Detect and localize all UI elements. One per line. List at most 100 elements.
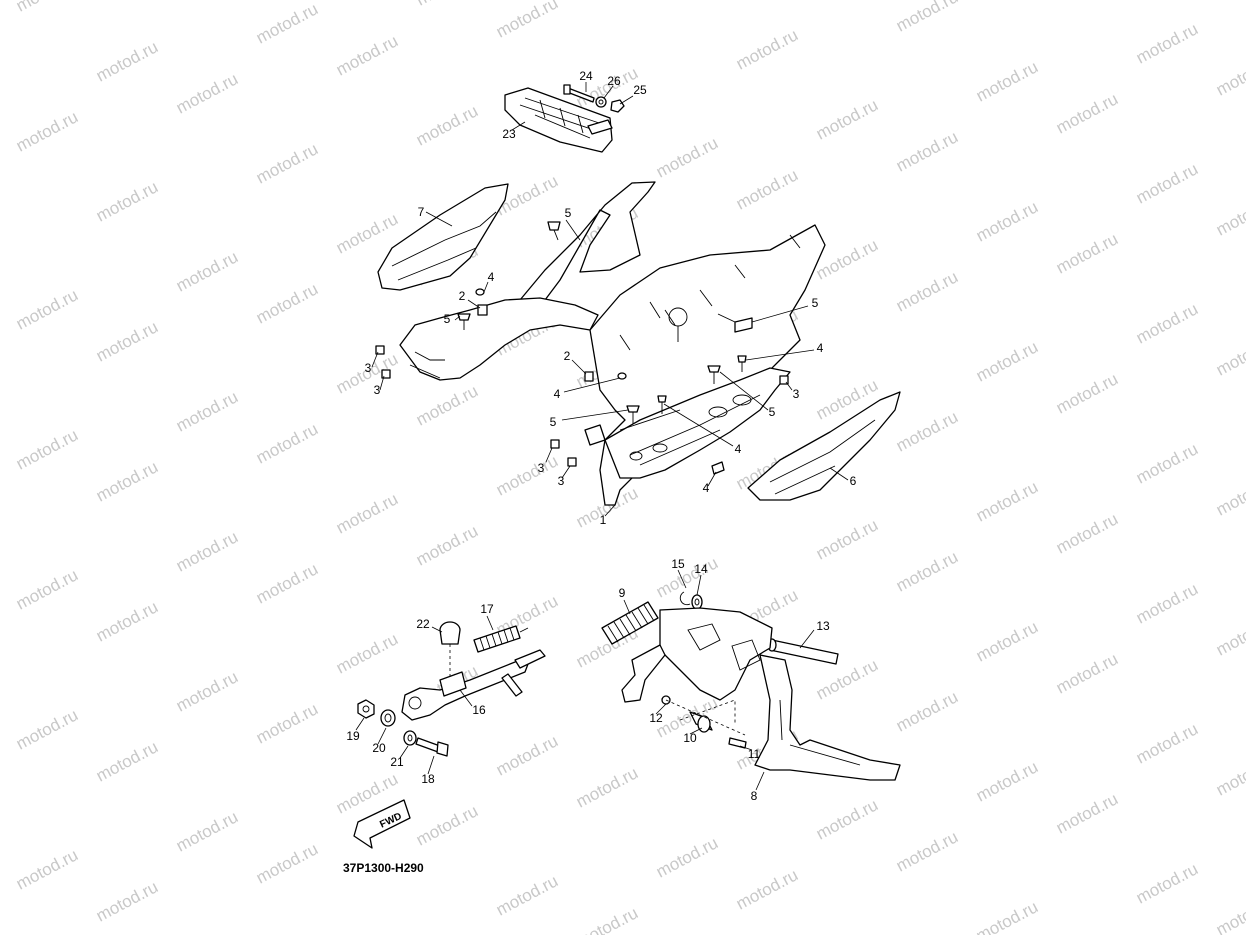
watermark-text: motod.ru [893,127,961,175]
part-15-circlip[interactable] [679,591,691,606]
watermark-text: motod.ru [1053,229,1121,277]
callout-7: 7 [418,205,425,219]
watermark-text: motod.ru [893,827,961,875]
part-18-bolt[interactable] [415,737,449,757]
watermark-text: motod.ru [173,527,241,575]
watermark-text: motod.ru [653,833,721,881]
watermark-text: motod.ru [253,839,321,887]
part-8-center-stand[interactable] [621,607,901,781]
callout-23: 23 [502,127,516,141]
watermark-text: motod.ru [573,903,641,935]
callout-3: 3 [793,387,800,401]
watermark-text: motod.ru [413,381,481,429]
watermark-text: motod.ru [13,107,81,155]
part-1-floor-panel[interactable] [399,181,826,506]
part-3-nut-c[interactable] [779,375,789,385]
watermark-text: motod.ru [1053,509,1121,557]
watermark-text: motod.ru [893,267,961,315]
watermark-text: motod.ru [733,865,801,913]
callout-22: 22 [416,617,430,631]
watermark-text: motod.ru [973,57,1041,105]
callout-24: 24 [579,69,593,83]
part-5-screw-e[interactable] [626,405,640,424]
part-26-washer[interactable] [595,96,607,108]
watermark-text: motod.ru [253,699,321,747]
callout-5: 5 [769,405,776,419]
part-4-grommet-c[interactable] [737,355,747,372]
callout-13: 13 [816,619,830,633]
watermark-text: motod.ru [13,845,81,893]
callout-5: 5 [550,415,557,429]
watermark-text: motod.ru [1133,439,1201,487]
watermark-text: motod.ru [893,0,961,36]
watermark-text: motod.ru [173,667,241,715]
watermark-text: motod.ru [93,737,161,785]
watermark-text: motod.ru [493,871,561,919]
part-14-washer[interactable] [691,594,703,610]
part-17-spring[interactable] [473,625,529,653]
part-7-left-cover[interactable] [377,183,509,291]
callout-16: 16 [472,703,486,717]
watermark-text: motod.ru [173,69,241,117]
part-4-grommet-a[interactable] [475,288,485,296]
callout-4: 4 [554,387,561,401]
callout-19: 19 [346,729,360,743]
part-25-nut[interactable] [610,99,625,113]
watermark-text: motod.ru [813,655,881,703]
callout-4: 4 [735,442,742,456]
callout-21: 21 [390,755,404,769]
part-5-screw-c[interactable] [717,313,753,333]
part-4-grommet-e[interactable] [711,461,725,475]
watermark-text: motod.ru [813,515,881,563]
part-9-spring[interactable] [601,601,659,645]
callout-3: 3 [558,474,565,488]
diagram-code: 37P1300-H290 [343,861,424,875]
part-3-nut-d[interactable] [550,439,560,449]
part-11-bolt[interactable] [728,737,747,749]
watermark-text: motod.ru [13,425,81,473]
callout-3: 3 [538,461,545,475]
part-19-nut[interactable] [357,699,375,719]
part-22-bumper[interactable] [439,621,461,645]
part-10-collar[interactable] [689,711,713,733]
watermark-text: motod.ru [1213,51,1246,99]
part-4-grommet-d[interactable] [657,395,667,414]
watermark-text: motod.ru [413,801,481,849]
part-5-screw-a[interactable] [547,221,561,241]
callout-20: 20 [372,741,386,755]
callout-2: 2 [459,289,466,303]
watermark-text: motod.ru [973,197,1041,245]
callout-14: 14 [694,562,708,576]
watermark-text: motod.ru [253,0,321,48]
watermark-text: motod.ru [973,897,1041,935]
part-23-bracket[interactable] [504,87,613,153]
part-2-clip-b[interactable] [584,371,594,382]
watermark-text: motod.ru [413,0,481,10]
watermark-text: motod.ru [333,31,401,79]
callout-6: 6 [850,474,857,488]
part-3-nut-e[interactable] [567,457,577,467]
part-2-clip-a[interactable] [477,304,488,316]
watermark-text: motod.ru [1133,159,1201,207]
callout-3: 3 [365,361,372,375]
part-5-screw-b[interactable] [457,313,471,330]
callout-17: 17 [480,602,494,616]
watermark-text: motod.ru [893,407,961,455]
part-6-right-cover[interactable] [747,391,901,501]
callout-5: 5 [444,312,451,326]
part-24-bolt[interactable] [563,84,595,103]
callout-12: 12 [649,711,663,725]
part-3-nut-b[interactable] [381,369,391,379]
part-5-screw-d[interactable] [707,365,721,384]
part-3-nut-a[interactable] [375,345,385,355]
watermark-text: motod.ru [1053,369,1121,417]
part-4-grommet-b[interactable] [617,372,627,380]
part-20-washer[interactable] [380,709,396,727]
part-16-side-stand[interactable] [401,649,546,721]
callout-4: 4 [703,481,710,495]
watermark-text: motod.ru [1133,299,1201,347]
watermark-text: motod.ru [1213,891,1246,935]
watermark-text: motod.ru [253,559,321,607]
part-21-washer[interactable] [403,730,417,746]
